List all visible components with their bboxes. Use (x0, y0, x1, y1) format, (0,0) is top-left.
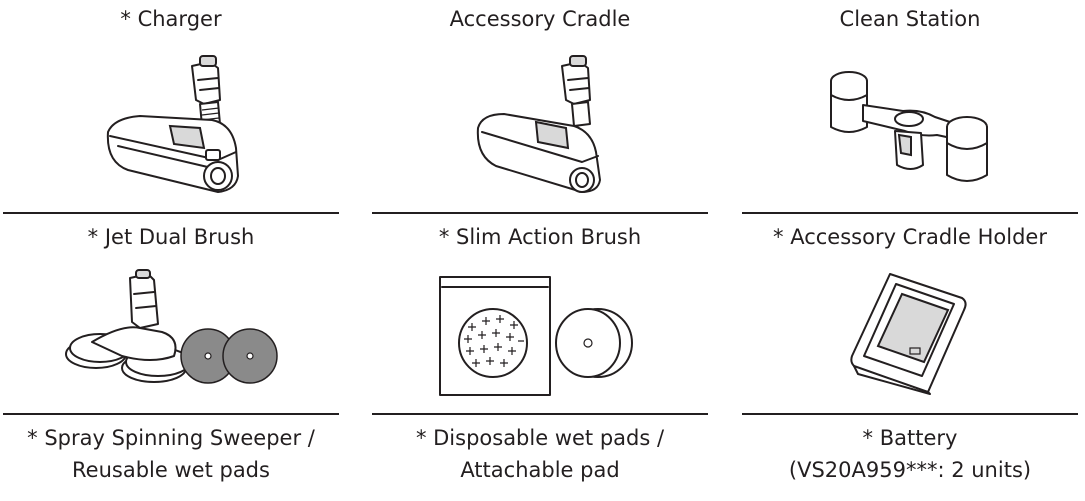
charger-label: * Charger (120, 7, 222, 31)
divider-row2-col1 (3, 413, 339, 415)
disposable-wet-pads-illustration (438, 275, 638, 400)
divider-row1-col1 (3, 212, 339, 214)
divider-row1-col3 (742, 212, 1078, 214)
slim-action-brush-illustration (470, 52, 615, 197)
accessory-cradle-holder-illustration (825, 65, 995, 190)
disposable-wet-pads-label: * Disposable wet pads /Attachable pad (415, 426, 665, 482)
jet-dual-brush-label: * Jet Dual Brush (87, 225, 255, 249)
accessory-cradle-holder-label: * Accessory Cradle Holder (773, 225, 1047, 249)
divider-row2-col2 (372, 413, 708, 415)
jet-dual-brush-illustration (100, 52, 245, 197)
battery-illustration (850, 270, 970, 395)
divider-row1-col2 (372, 212, 708, 214)
divider-row2-col3 (742, 413, 1078, 415)
slim-action-brush-label: * Slim Action Brush (438, 225, 642, 249)
clean-station-label: Clean Station (839, 7, 981, 31)
accessory-cradle-label: Accessory Cradle (449, 7, 631, 31)
spray-spinning-sweeper-label: * Spray Spinning Sweeper /Reusable wet p… (27, 426, 315, 482)
spray-spinning-sweeper-illustration (62, 268, 292, 393)
battery-label: * Battery(VS20A959***: 2 units) (788, 426, 1032, 482)
